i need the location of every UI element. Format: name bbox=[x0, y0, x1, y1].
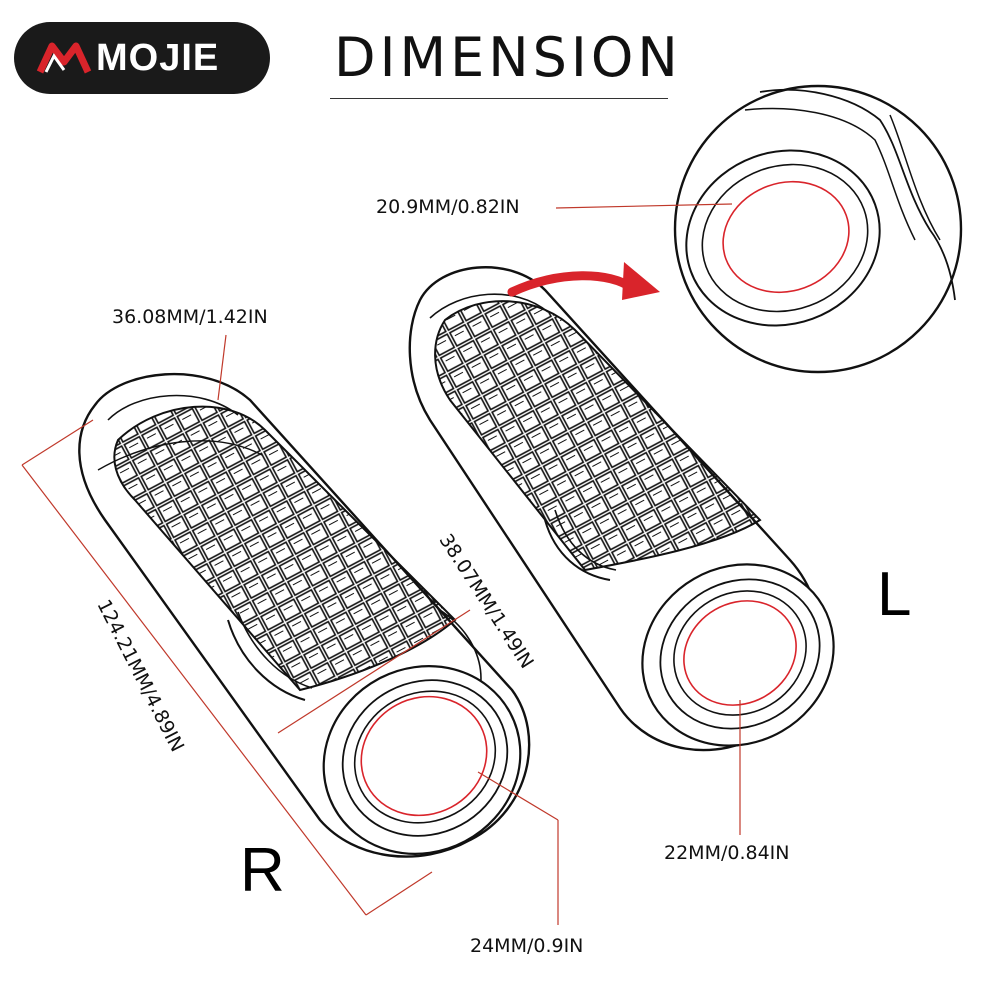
brand-name: MOJIE bbox=[96, 37, 220, 79]
left-grip-label: L bbox=[877, 560, 912, 629]
left-end-inner-diameter-label: 20.9MM/0.82IN bbox=[376, 196, 520, 218]
brand-logo: MOJIE bbox=[14, 22, 270, 94]
right-inner-diameter-label: 24MM/0.9IN bbox=[470, 935, 584, 957]
right-grip-label: R bbox=[240, 836, 285, 905]
left-inner-diameter-label: 22MM/0.84IN bbox=[664, 842, 790, 864]
curved-arrow-icon bbox=[507, 262, 660, 300]
right-end-diameter-label: 36.08MM/1.42IN bbox=[112, 306, 268, 328]
right-grip bbox=[78, 372, 531, 858]
brand-mark-icon bbox=[36, 42, 92, 74]
detail-circle bbox=[673, 84, 963, 374]
page-title: DIMENSION bbox=[334, 26, 682, 89]
dimension-lines bbox=[21, 203, 741, 925]
title-underline bbox=[330, 98, 668, 99]
left-grip bbox=[408, 266, 835, 752]
